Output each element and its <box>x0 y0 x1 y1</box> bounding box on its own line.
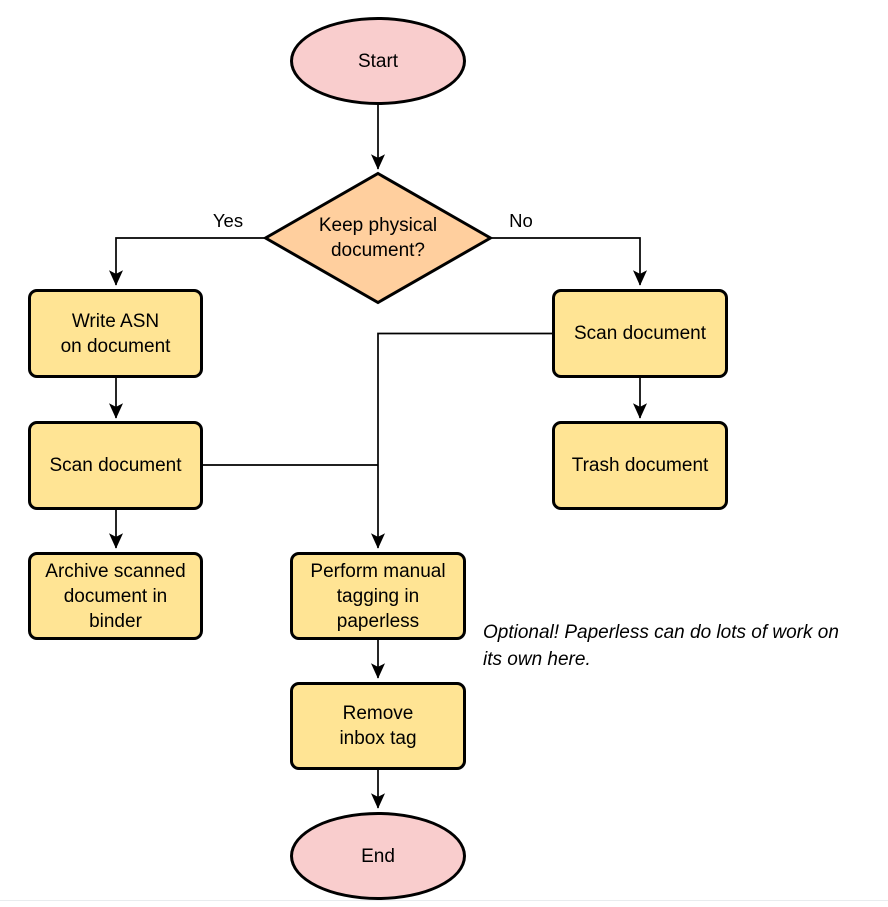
edge-scan-right-to-perform <box>370 332 552 549</box>
bottom-divider-line <box>0 900 888 901</box>
process-perform-tagging: Perform manual tagging in paperless <box>290 552 466 640</box>
scan-right-label: Scan document <box>573 323 707 344</box>
write-asn-label: Write ASN on document <box>60 310 171 357</box>
edge-label-yes: Yes <box>212 210 244 231</box>
start-label: Start <box>357 50 399 72</box>
process-write-asn: Write ASN on document <box>28 289 203 378</box>
process-trash-document: Trash document <box>552 421 728 510</box>
remove-inbox-label: Remove inbox tag <box>339 703 417 749</box>
diamond-shape <box>263 171 493 305</box>
process-archive-scanned: Archive scanned document in binder <box>28 552 203 640</box>
perform-tagging-label: Perform manual tagging in paperless <box>310 560 446 632</box>
scan-left-label: Scan document <box>49 455 182 476</box>
decision-node: Keep physical document? <box>263 171 493 305</box>
decision-label: Keep physical document? <box>318 215 438 261</box>
diamond-svg <box>263 171 493 305</box>
optional-note: Optional! Paperless can do lots of work … <box>483 622 839 670</box>
archive-label: Archive scanned document in binder <box>45 560 186 632</box>
process-remove-inbox-tag: Remove inbox tag <box>290 682 466 770</box>
edge-decision-to-scan-right <box>492 237 648 286</box>
end-label: End <box>361 845 395 867</box>
edge-label-no: No <box>509 210 533 231</box>
process-scan-document-right: Scan document <box>552 289 728 378</box>
trash-label: Trash document <box>571 455 709 476</box>
process-scan-document-left: Scan document <box>28 421 203 510</box>
edge-decision-to-write-asn <box>108 237 265 286</box>
start-node: Start <box>290 17 466 105</box>
end-node: End <box>290 812 466 900</box>
